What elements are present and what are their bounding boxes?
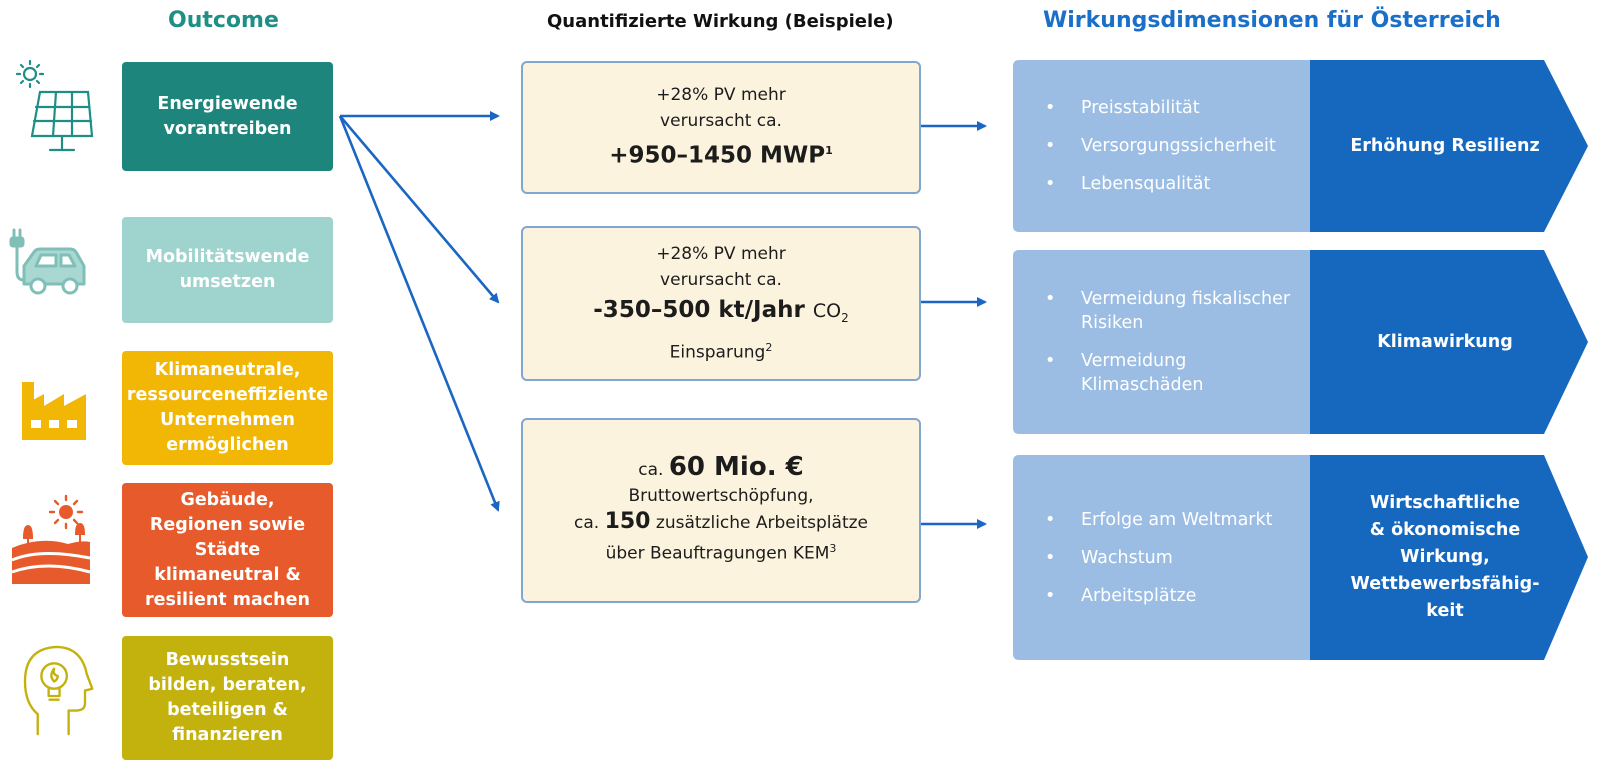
arrow-to-econ-box: [338, 115, 500, 512]
impact-box-co2: +28% PV mehr verursacht ca. -350–500 kt/…: [521, 226, 921, 381]
impact-co2-unit: CO: [812, 300, 842, 323]
impact-econ-prefix3: ca.: [573, 513, 600, 534]
dimension-resilienz-shape: [1013, 60, 1588, 232]
impact-co2-value: -350–500 kt/Jahr: [593, 297, 805, 324]
outcome-unternehmen-line: Klimaneutrale,: [154, 360, 301, 380]
dimension-wirtschaft-shape: [1013, 455, 1588, 660]
impact-econ-value1: 60 Mio. €: [668, 452, 804, 483]
outcome-bewusstsein-line: beteiligen &: [167, 700, 288, 720]
dimension-wirtschaft-bullet: •Arbeitsplätze: [1045, 585, 1197, 606]
header-quantified-impact: Quantifizierte Wirkung (Beispiele): [547, 11, 894, 32]
outcome-gebaeude-line: Gebäude,: [180, 489, 275, 510]
dimension-resilienz-label: Erhöhung Resilienz: [1350, 135, 1540, 156]
impact-econ-line4: über Beauftragungen KEM: [605, 543, 830, 564]
outcome-unternehmen-line: Unternehmen: [160, 410, 295, 430]
outcome-unternehmen-line: ressourceneffiziente: [126, 385, 329, 405]
outcome-energiewende-line: Energiewende: [157, 93, 298, 114]
footnote-1: 1: [825, 144, 833, 158]
dimension-wirtschaft-label-line: Wirkung,: [1400, 547, 1490, 567]
header-outcome: Outcome: [168, 8, 279, 33]
dimension-resilienz-bullet: •Versorgungssicherheit: [1045, 136, 1276, 156]
dimension-klimawirkung-shape: [1013, 250, 1588, 434]
electric-car-icon: [9, 228, 86, 295]
dimension-resilienz-bullet: •Preisstabilität: [1045, 98, 1200, 118]
outcome-bewusstsein: Bewusstsein bilden, beraten, beteiligen …: [122, 636, 333, 760]
outcome-gebaeude-line: klimaneutral &: [154, 564, 301, 585]
impact-box-econ: ca. 60 Mio. € Bruttowertschöpfung, ca. 1…: [521, 418, 921, 603]
dimension-wirtschaft-bullet: •Erfolge am Weltmarkt: [1045, 509, 1273, 530]
outcome-gebaeude-line: Städte: [194, 539, 261, 560]
dimension-wirtschaft-label-line: Wirtschaftliche: [1369, 493, 1521, 513]
footnote-3: 3: [829, 542, 837, 556]
head-lightbulb-icon: [23, 645, 94, 736]
impact-pv-value: +950–1450 MWP: [609, 142, 826, 169]
dimension-wirtschaft-label: Wirtschaftliche & ökonomische Wirkung, W…: [1335, 455, 1555, 660]
impact-co2-line1: +28% PV mehr: [656, 244, 786, 265]
outcome-bewusstsein-line: Bewusstsein: [165, 650, 290, 670]
outcome-gebaeude: Gebäude, Regionen sowie Städte klimaneut…: [122, 483, 333, 617]
footnote-2: 2: [765, 341, 773, 355]
dimension-resilienz-bullet: •Lebensqualität: [1045, 174, 1211, 194]
impact-pv-line1: +28% PV mehr: [656, 85, 786, 106]
dimension-wirtschaft-label-line: & ökonomische: [1369, 520, 1521, 540]
impact-pv-line2: verursacht ca.: [660, 111, 782, 132]
dimension-wirtschaft-label-line: keit: [1426, 601, 1464, 621]
dimension-wirtschaft-bullet: •Wachstum: [1045, 547, 1173, 568]
outcome-unternehmen-line: ermöglichen: [166, 435, 289, 455]
dimension-klimawirkung: •Vermeidung fiskalischer Risiken •Vermei…: [1013, 250, 1588, 434]
outcome-energiewende-line: vorantreiben: [163, 118, 292, 139]
dimension-klimawirkung-bullet: •Vermeidung fiskalischer Risiken: [1045, 289, 1291, 333]
impact-co2-line2: verursacht ca.: [660, 270, 782, 291]
outcome-mobilitaetswende: Mobilitätswende umsetzen: [122, 217, 333, 323]
outcome-mobilitaetswende-line: Mobilitätswende: [145, 247, 310, 267]
arrow-to-co2-box: [339, 115, 500, 304]
outcome-bewusstsein-line: bilden, beraten,: [148, 675, 307, 695]
outcome-bewusstsein-line: finanzieren: [172, 725, 283, 745]
impact-box-pv: +28% PV mehr verursacht ca. +950–1450 MW…: [521, 61, 921, 194]
solar-panel-icon: [15, 59, 94, 152]
header-impact-dimensions: Wirkungsdimensionen für Österreich: [1043, 8, 1501, 33]
outcome-energiewende: Energiewende vorantreiben: [122, 62, 333, 171]
impact-econ-value3: 150: [604, 509, 651, 535]
impact-econ-line2: Bruttowertschöpfung,: [628, 486, 814, 507]
dimension-wirtschaft: •Erfolge am Weltmarkt •Wachstum •Arbeits…: [1013, 455, 1588, 660]
impact-econ-suffix3: zusätzliche Arbeitsplätze: [655, 513, 868, 534]
landscape-sun-icon: [11, 494, 91, 584]
outcome-unternehmen: Klimaneutrale, ressourceneffiziente Unte…: [122, 351, 333, 465]
impact-econ-prefix1: ca.: [638, 460, 664, 481]
outcome-mobilitaetswende-line: umsetzen: [179, 272, 276, 292]
dimension-klimawirkung-bullet: •Vermeidung Klimaschäden: [1045, 351, 1204, 395]
factory-icon: [22, 382, 86, 440]
dimension-klimawirkung-label: Klimawirkung: [1377, 331, 1513, 352]
outcome-gebaeude-line: resilient machen: [145, 589, 310, 610]
outcome-gebaeude-line: Regionen sowie: [149, 514, 306, 535]
impact-co2-unit-sub: 2: [841, 311, 849, 326]
dimension-wirtschaft-label-line: Wettbewerbsfähig-: [1350, 574, 1540, 594]
impact-co2-line4: Einsparung: [669, 342, 766, 363]
dimension-resilienz: •Preisstabilität •Versorgungssicherheit …: [1013, 60, 1588, 232]
